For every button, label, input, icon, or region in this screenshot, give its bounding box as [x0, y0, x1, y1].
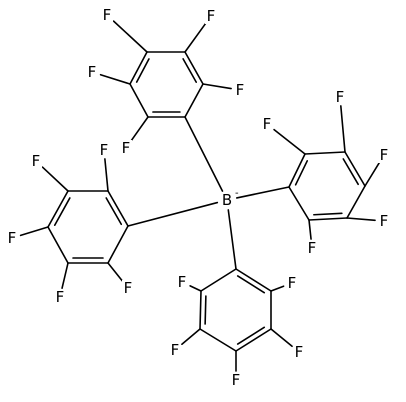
ring-top-fluorine-1-bg	[120, 140, 132, 156]
ring-left-fluorine-5: F	[124, 279, 133, 297]
ring-right-cf-bond-1	[273, 128, 306, 155]
ring-right-bond-3	[346, 185, 366, 219]
ring-left-fluorine-3: F	[8, 229, 17, 247]
ring-left-cf-bond-5	[107, 262, 124, 282]
ring-left-bond-2	[47, 190, 69, 228]
ring-bottom-fluorine-3-bg	[230, 372, 242, 388]
ring-top-fluorine-1: F	[122, 139, 131, 157]
ring-top-fluorine-4: F	[207, 7, 216, 25]
ring-top-fluorine-2-bg	[86, 64, 98, 80]
ring-right-bond-1	[304, 151, 346, 155]
ring-left-cf-bond-3	[19, 226, 49, 237]
bonds-layer	[19, 20, 381, 372]
ring-left-fluorine-4: F	[56, 288, 65, 306]
ring-top-bond-5	[184, 83, 204, 118]
ring-bottom-dbl-3	[236, 326, 266, 345]
ring-left-fluorine-5-bg	[122, 280, 134, 296]
ring-right-bond-5	[288, 186, 310, 221]
ring-right-fluorine-5: F	[308, 239, 317, 257]
ring-top-bond-1	[129, 83, 149, 118]
ring-right-dbl-0	[294, 159, 309, 186]
ring-right-bond-4	[308, 217, 348, 221]
ring-bottom-fluorine-4: F	[295, 343, 304, 361]
ring-left-fluorine-4-bg	[54, 289, 66, 305]
ring-bottom-cf-bond-2	[181, 328, 201, 346]
ring-right-cf-bond-2	[340, 105, 346, 153]
ring-top-fluorine-3-bg	[101, 7, 113, 23]
ring-left-dbl-2	[53, 197, 71, 227]
ring-right-dbl-2	[342, 158, 359, 186]
ring-bottom-bond-3	[235, 328, 272, 352]
ring-right-fluorine-1: F	[263, 115, 272, 133]
ring-top-b-bond	[184, 116, 224, 192]
ring-right-fluorine-4-bg	[378, 213, 390, 229]
ring-bottom-bond-2	[199, 328, 237, 352]
ring-bottom-dbl-5	[236, 275, 266, 294]
ring-top-dbl-4	[182, 58, 198, 83]
ring-bottom-fluorine-3: F	[232, 371, 241, 389]
ring-bottom-bond-5	[235, 268, 272, 292]
ring-top-fluorine-3: F	[103, 6, 112, 24]
boron-atom: B	[222, 191, 232, 209]
ring-bottom-fluorine-1-bg	[176, 274, 188, 290]
ring-right-fluorine-1-bg	[261, 116, 273, 132]
ring-top-cf-bond-5	[202, 83, 232, 90]
ring-right-bond-2	[344, 151, 366, 187]
ring-bottom-cf-bond-1	[189, 285, 202, 292]
ring-top-bond-2	[129, 51, 148, 85]
ring-top-dbl-2	[135, 58, 150, 83]
ring-bottom-fluorine-5-bg	[286, 275, 298, 291]
ring-bottom-fluorine-4-bg	[293, 344, 305, 360]
ring-bottom-bond-1	[199, 290, 202, 330]
ring-top-fluorine-2: F	[88, 63, 97, 81]
ring-top-fluorine-5-bg	[234, 82, 246, 98]
ring-right-fluorine-5-bg	[306, 240, 318, 256]
boron-atom-bg	[221, 192, 233, 208]
ring-right-fluorine-4: F	[380, 212, 389, 230]
ring-bottom-fluorine-5: F	[288, 274, 297, 292]
ring-bottom-dbl-1	[204, 295, 207, 325]
ring-top-cf-bond-3	[112, 20, 148, 53]
ring-left-dbl-0	[105, 197, 123, 226]
ring-right-cf-bond-4	[346, 217, 376, 222]
ring-left-bond-5	[107, 225, 129, 264]
ring-bottom-fluorine-2: F	[171, 341, 180, 359]
ring-right-cf-bond-5	[308, 219, 312, 240]
ring-right-fluorine-2-bg	[334, 89, 346, 105]
ring-left-fluorine-1: F	[100, 141, 109, 159]
ring-right-dbl-4	[313, 212, 343, 216]
ring-left-bond-0	[107, 190, 129, 227]
ring-left-b-bond	[127, 201, 219, 227]
ring-bottom-cf-bond-5	[270, 285, 285, 292]
ring-right-bond-0	[288, 153, 306, 188]
ring-bottom-bond-0	[200, 268, 237, 292]
ring-top-cf-bond-1	[130, 116, 149, 142]
ring-right-fluorine-2: F	[336, 88, 345, 106]
ring-bottom-fluorine-1: F	[178, 273, 187, 291]
ring-left-fluorine-2-bg	[30, 153, 42, 169]
ring-bottom-fluorine-2-bg	[169, 342, 181, 358]
ring-right-b-bond	[235, 186, 290, 199]
ring-top-fluorine-5: F	[236, 81, 245, 99]
ring-top-cf-bond-2	[99, 73, 131, 85]
ring-top-fluorine-4-bg	[205, 8, 217, 24]
ring-left-cf-bond-4	[61, 262, 69, 290]
ring-right-fluorine-3: F	[380, 146, 389, 164]
ring-right-fluorine-3-bg	[378, 147, 390, 163]
ring-bottom-b-bond	[227, 209, 237, 270]
boron-charge: -	[235, 188, 239, 199]
ring-left-cf-bond-1	[104, 158, 109, 192]
ring-top-bond-4	[184, 51, 204, 85]
ring-top-cf-bond-4	[184, 22, 207, 53]
ring-left-fluorine-1-bg	[98, 142, 110, 158]
ring-left-cf-bond-2	[41, 166, 69, 192]
ring-bottom-cf-bond-4	[270, 328, 293, 348]
ring-right-cf-bond-3	[364, 161, 381, 187]
ring-left-fluorine-2: F	[32, 152, 41, 170]
ring-left-bond-3	[47, 226, 69, 264]
ring-left-fluorine-3-bg	[6, 230, 18, 246]
